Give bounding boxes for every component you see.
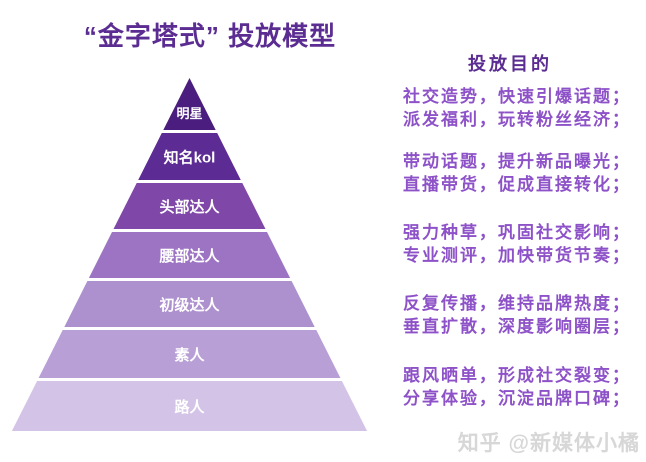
pyramid-level-label: 初级达人 bbox=[159, 296, 220, 314]
pyramid-level-2 bbox=[138, 133, 241, 180]
pyramid-level-label: 腰部达人 bbox=[158, 247, 220, 265]
pyramid-level-1 bbox=[163, 78, 216, 130]
purpose-line: 垂直扩散，深度影响圈层； bbox=[403, 317, 631, 336]
purpose-block-5: 跟风晒单，形成社交裂变； 分享体验，沉淀品牌口碑； bbox=[403, 364, 646, 410]
pyramid-level-label: 明星 bbox=[176, 106, 202, 121]
pyramid: 明星知名kol 头部达人腰部达人初级达人素人路人 bbox=[0, 78, 390, 433]
pyramid-level-7 bbox=[11, 381, 368, 431]
purpose-line: 直播带货，促成直接转化； bbox=[403, 175, 631, 194]
pyramid-level-3 bbox=[113, 183, 266, 229]
pyramid-level-4 bbox=[88, 232, 291, 278]
page-title: “金字塔式” 投放模型 bbox=[83, 21, 337, 51]
watermark: 知乎 @新媒体小橘 bbox=[457, 432, 640, 455]
purpose-line: 反复传播，维持品牌热度； bbox=[403, 294, 631, 313]
purpose-block-2: 带动话题，提升新品曝光； 直播带货，促成直接转化； bbox=[403, 150, 646, 196]
pyramid-level-label: 素人 bbox=[174, 346, 205, 364]
purpose-line: 分享体验，沉淀品牌口碑； bbox=[403, 389, 631, 408]
purpose-line: 跟风晒单，形成社交裂变； bbox=[403, 366, 631, 385]
purpose-block-3: 强力种草，巩固社交影响； 专业测评，加快带货节奏； bbox=[403, 221, 646, 267]
pyramid-level-label: 头部达人 bbox=[159, 198, 220, 216]
pyramid-level-label: 知名kol bbox=[164, 149, 216, 167]
purpose-line: 带动话题，提升新品曝光； bbox=[403, 152, 631, 171]
purpose-line: 强力种草，巩固社交影响； bbox=[403, 223, 631, 242]
purpose-line: 社交造势，快速引爆话题； bbox=[403, 87, 631, 106]
purpose-line: 派发福利，玩转粉丝经济； bbox=[403, 110, 631, 129]
purpose-line: 专业测评，加快带货节奏； bbox=[403, 246, 631, 265]
pyramid-level-6 bbox=[38, 330, 341, 378]
pyramid-level-5 bbox=[64, 281, 315, 327]
purpose-block-1: 社交造势，快速引爆话题； 派发福利，玩转粉丝经济； bbox=[403, 85, 646, 131]
pyramid-level-label: 路人 bbox=[174, 398, 205, 416]
purpose-heading: 投放目的 bbox=[468, 54, 552, 74]
purpose-block-4: 反复传播，维持品牌热度； 垂直扩散，深度影响圈层； bbox=[403, 292, 646, 338]
